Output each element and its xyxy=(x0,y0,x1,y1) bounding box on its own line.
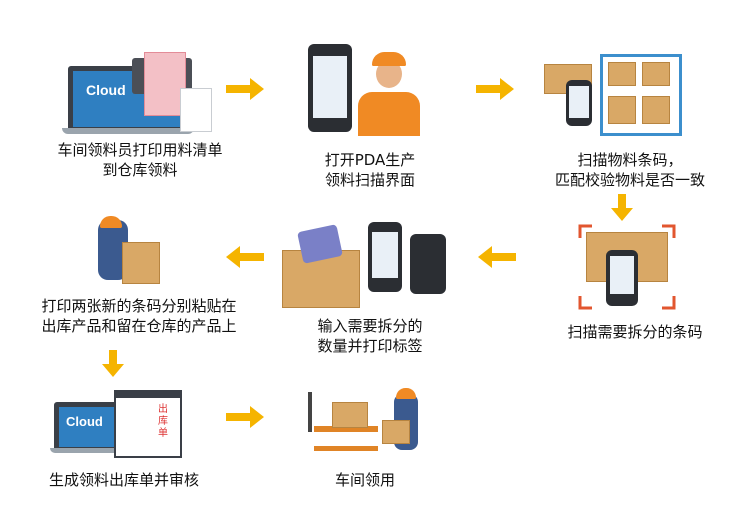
arrow-down-icon xyxy=(102,350,124,377)
cardboard-box-icon xyxy=(608,96,636,124)
cardboard-box-icon xyxy=(608,62,636,86)
step-6-label-line-1: 打印两张新的条码分别粘贴在 xyxy=(41,297,237,315)
step-2-label-line-2: 领料扫描界面 xyxy=(324,171,415,189)
step-6-illustration xyxy=(94,216,164,288)
step-6-label: 打印两张新的条码分别粘贴在 出库产品和留在仓库的产品上 xyxy=(14,296,264,336)
lift-cart-handle xyxy=(308,392,312,432)
cloud-logo-text: Cloud xyxy=(86,82,126,98)
label-printer-icon xyxy=(410,234,446,294)
step-7-illustration: Cloud 出库单 xyxy=(50,388,184,458)
step-5-label-line-1: 输入需要拆分的 xyxy=(317,317,423,335)
step-6-label-line-2: 出库产品和留在仓库的产品上 xyxy=(41,317,237,335)
cardboard-box-icon xyxy=(642,96,670,124)
step-1-label-line-1: 车间领料员打印用料清单 xyxy=(57,141,223,159)
step-4-illustration xyxy=(578,224,676,310)
step-1-label-line-2: 到仓库领料 xyxy=(102,161,178,179)
pda-screen xyxy=(569,86,589,118)
step-2-label-line-1: 打开PDA生产 xyxy=(324,151,416,169)
step-5-label-line-2: 数量并打印标签 xyxy=(317,337,423,355)
cardboard-box-icon xyxy=(332,402,368,428)
arrow-right-icon xyxy=(476,78,514,100)
step-7-label-line-1: 生成领料出库单并审核 xyxy=(48,471,199,489)
scan-frame-icon xyxy=(578,224,676,310)
arrow-left-icon xyxy=(478,246,516,268)
step-5-illustration xyxy=(282,220,452,310)
laptop-base xyxy=(50,448,132,453)
warehouse-shelf-icon xyxy=(600,54,682,136)
printed-list-icon xyxy=(144,52,186,116)
step-3-label: 扫描物料条码， 匹配校验物料是否一致 xyxy=(520,150,740,190)
arrow-left-icon xyxy=(226,246,264,268)
lift-cart-icon xyxy=(314,426,378,432)
cardboard-box-icon xyxy=(382,420,410,444)
step-1-illustration: Cloud xyxy=(62,52,218,134)
step-5-label: 输入需要拆分的 数量并打印标签 xyxy=(290,316,450,356)
step-3-label-line-2: 匹配校验物料是否一致 xyxy=(554,171,705,189)
cardboard-box-icon xyxy=(122,242,160,284)
step-3-illustration xyxy=(544,54,682,136)
hard-hat-icon xyxy=(100,216,122,228)
step-2-illustration xyxy=(308,44,432,136)
cardboard-box-icon xyxy=(642,62,670,86)
document-window-icon xyxy=(114,390,182,458)
arrow-right-icon xyxy=(226,78,264,100)
step-2-label: 打开PDA生产 领料扫描界面 xyxy=(290,150,450,190)
step-1-label: 车间领料员打印用料清单 到仓库领料 xyxy=(20,140,260,180)
lift-cart-base xyxy=(314,446,378,451)
hard-hat-icon xyxy=(396,388,416,399)
worker-vest-icon xyxy=(358,92,420,136)
arrow-right-icon xyxy=(226,406,264,428)
pda-screen xyxy=(372,232,398,278)
step-4-label: 扫描需要拆分的条码 xyxy=(540,322,730,342)
hard-hat-icon xyxy=(372,52,406,66)
step-4-label-line-1: 扫描需要拆分的条码 xyxy=(567,323,703,341)
step-8-illustration xyxy=(304,388,430,454)
document-title: 出库单 xyxy=(158,404,168,439)
pda-screen xyxy=(313,56,347,118)
receipt-icon xyxy=(180,88,212,132)
step-8-label-line-1: 车间领用 xyxy=(334,471,395,489)
arrow-down-icon xyxy=(611,194,633,221)
cloud-logo-text: Cloud xyxy=(66,414,103,429)
step-7-label: 生成领料出库单并审核 xyxy=(14,470,234,490)
step-8-label: 车间领用 xyxy=(300,470,430,490)
pda-screen xyxy=(610,256,634,294)
laptop-base xyxy=(62,128,194,134)
step-3-label-line-1: 扫描物料条码， xyxy=(577,151,683,169)
